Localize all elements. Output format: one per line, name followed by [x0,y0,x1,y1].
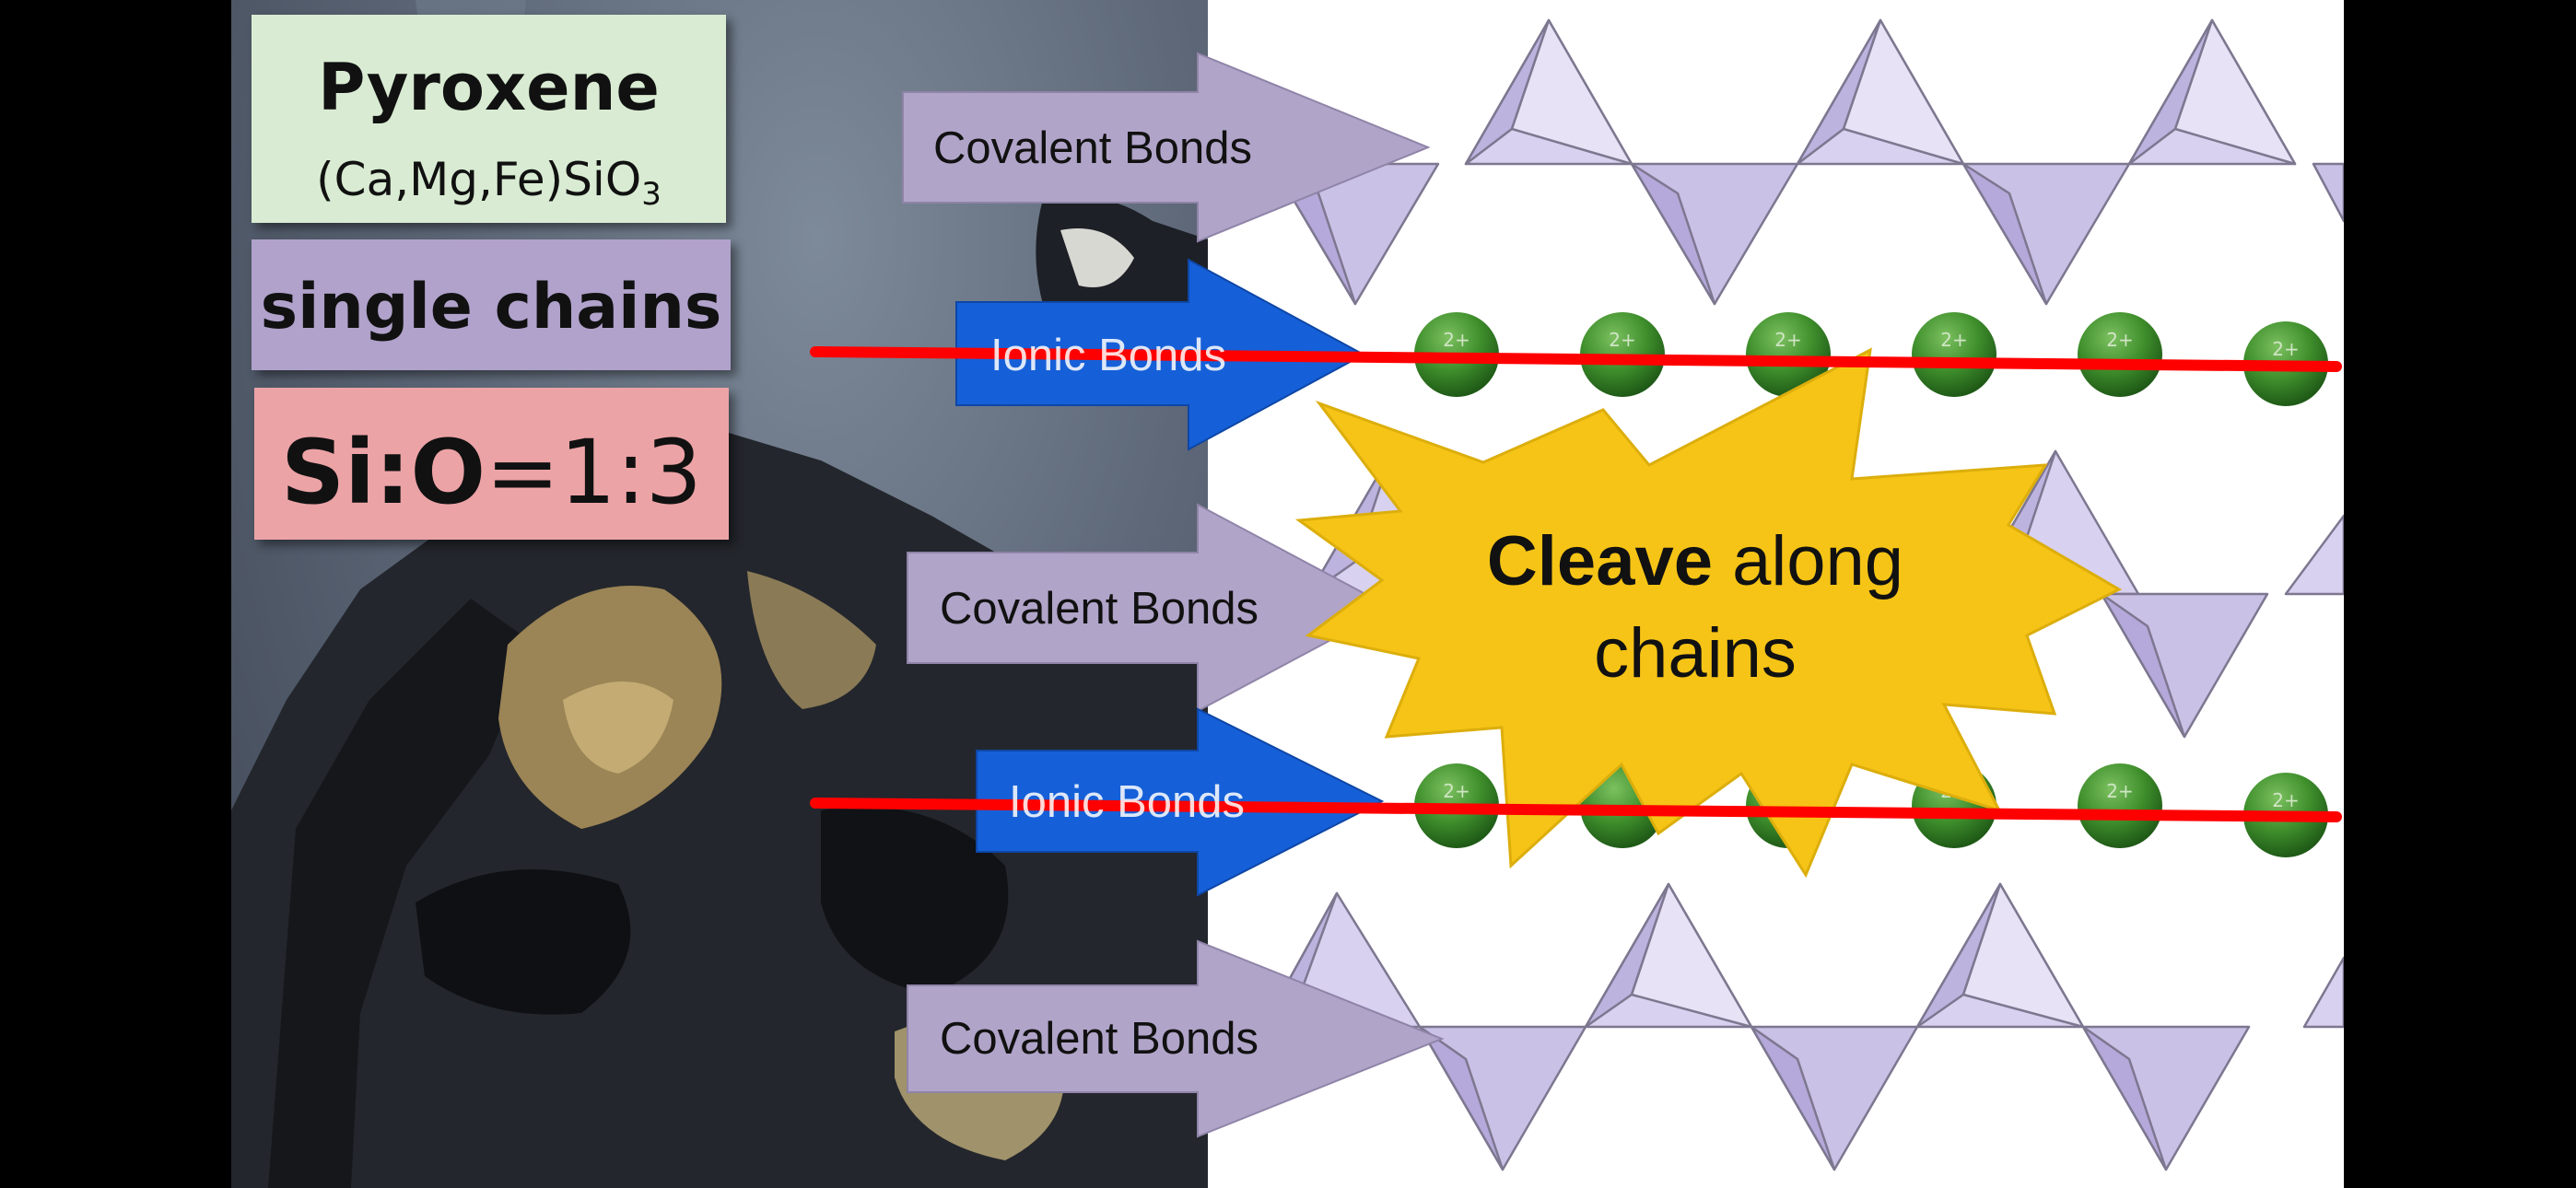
cation-charge: 2+ [1443,329,1469,351]
cation-charge: 2+ [1774,780,1801,802]
callout-bold-word: Cleave [1486,522,1713,600]
arrow-label-ionic: Ionic Bonds [1009,777,1246,827]
arrow-label-ionic: Ionic Bonds [990,331,1227,380]
si-o-ratio-box: Si:O=1:3 [254,388,729,540]
cleave-callout-text: Cleave along chains [1364,516,2027,700]
ratio-label: Si:O [281,421,486,524]
cation-charge: 2+ [2106,780,2133,802]
mineral-title-box: Pyroxene (Ca,Mg,Fe)SiO3 [252,15,726,223]
callout-line-1: Cleave along [1364,516,2027,608]
arrow-label-covalent: Covalent Bonds [940,1014,1259,1064]
arrow-label-covalent: Covalent Bonds [940,584,1259,634]
cation-charge: 2+ [1940,780,1967,802]
structure-type-label: single chains [260,271,722,344]
ratio-value: =1:3 [486,421,702,524]
tetrahedron-chain-1 [1270,18,2344,306]
cation-charge: 2+ [2272,789,2299,811]
si-o-ratio: Si:O=1:3 [254,421,729,524]
cation-charge: 2+ [1774,329,1801,351]
arrow-label-covalent: Covalent Bonds [933,123,1252,173]
callout-line-2: chains [1594,614,1797,693]
cation-charge: 2+ [2106,329,2133,351]
formula-subscript: 3 [641,176,662,213]
mineral-name: Pyroxene [318,50,660,125]
structure-type-box: single chains [252,239,731,370]
cation-row-1 [1414,312,2328,406]
cation-charge: 2+ [1443,780,1469,802]
tetrahedron-chain-3 [1261,882,2344,1171]
formula-main: (Ca,Mg,Fe)SiO [316,153,642,206]
mineral-formula: (Ca,Mg,Fe)SiO3 [252,153,726,213]
cation-charge: 2+ [1940,329,1967,351]
cation-charge: 2+ [1609,329,1635,351]
cation-charge: 2+ [2272,338,2299,360]
cation-row-2 [1414,763,2328,857]
callout-line1-rest: along [1713,522,1904,600]
